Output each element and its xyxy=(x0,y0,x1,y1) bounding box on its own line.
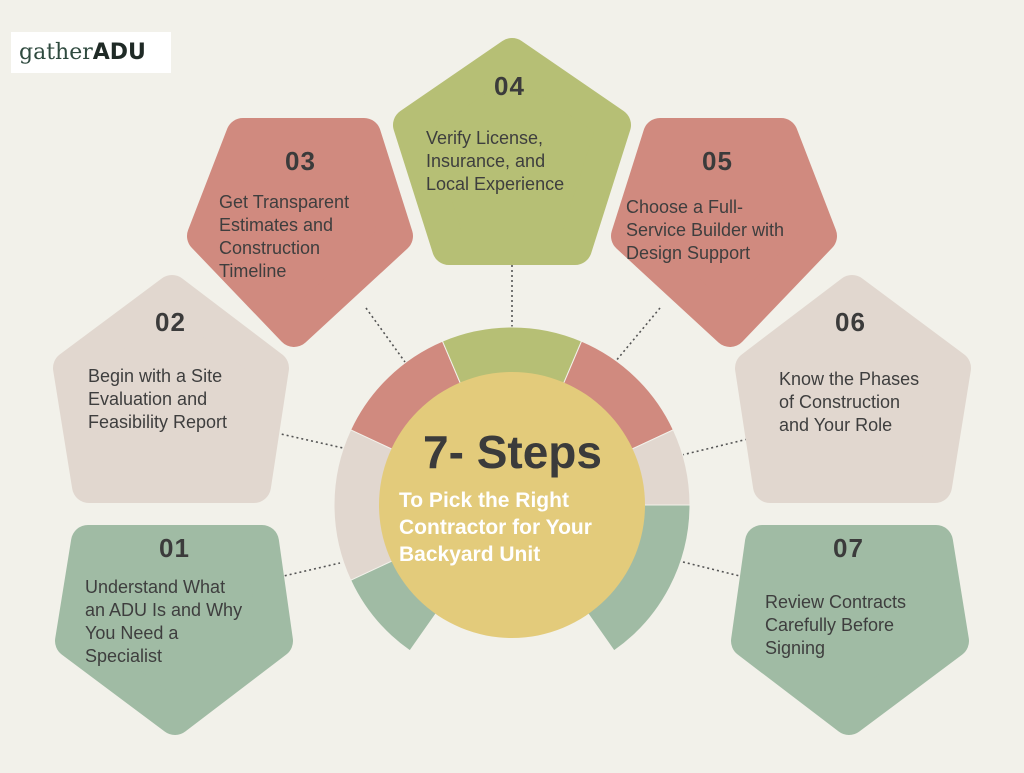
connector-07 xyxy=(682,561,749,579)
step-05-number: 05 xyxy=(702,146,733,176)
brand-name-part2: ADU xyxy=(92,40,146,65)
pentagon-06 xyxy=(735,275,971,503)
pentagon-02 xyxy=(53,275,289,503)
pentagon-05 xyxy=(611,118,837,347)
center-circle xyxy=(379,372,645,638)
step-02-text: Begin with a Site Evaluation and Feasibi… xyxy=(88,366,228,432)
step-03-number: 03 xyxy=(285,146,316,176)
connector-02 xyxy=(271,431,344,449)
connector-05 xyxy=(614,307,661,363)
step-05-text: Choose a Full- Service Builder with Desi… xyxy=(626,197,785,263)
connector-06 xyxy=(681,437,753,456)
step-01-text: Understand What an ADU Is and Why You Ne… xyxy=(85,577,243,666)
step-04-number: 04 xyxy=(494,71,525,101)
pentagon-03 xyxy=(187,118,413,347)
connector-03 xyxy=(365,307,406,363)
center-title: 7- Steps xyxy=(423,426,602,478)
step-06-text: Know the Phases of Construction and Your… xyxy=(779,369,920,435)
step-02-number: 02 xyxy=(155,307,186,337)
step-01-number: 01 xyxy=(159,533,190,563)
connector-01 xyxy=(274,562,341,579)
pentagon-01 xyxy=(55,525,293,735)
center-subtitle: To Pick the Right Contractor for Your Ba… xyxy=(399,489,592,566)
brand-name-part1: gather xyxy=(19,40,93,65)
pentagon-07 xyxy=(731,525,969,735)
step-03-text: Get Transparent Estimates and Constructi… xyxy=(219,192,350,281)
step-06-number: 06 xyxy=(835,307,866,337)
step-07-text: Review Contracts Carefully Before Signin… xyxy=(765,592,907,658)
pentagon-04 xyxy=(393,38,631,265)
step-04-text: Verify License, Insurance, and Local Exp… xyxy=(426,128,565,194)
step-07-number: 07 xyxy=(833,533,864,563)
